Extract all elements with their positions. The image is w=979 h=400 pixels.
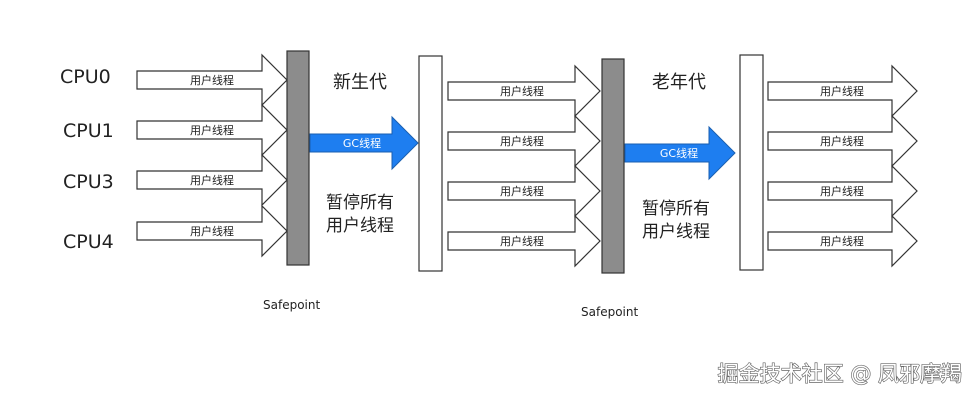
watermark: 掘金技术社区 @ 凤邪摩羯 [718, 362, 962, 386]
thread-arrow: 用户线程 [447, 214, 601, 268]
pause-label-2-line2: 用户线程 [642, 222, 710, 242]
cpu-label-0: CPU0 [60, 66, 111, 88]
safepoint-bar-1 [286, 50, 310, 266]
thread-arrow-label: 用户线程 [190, 224, 234, 238]
safepoint-label-2: Safepoint [581, 305, 638, 319]
cpu-label-2: CPU3 [63, 171, 114, 193]
old-generation-label: 老年代 [652, 72, 706, 93]
thread-arrow: 用户线程 [136, 53, 288, 107]
thread-arrow: 用户线程 [767, 114, 918, 168]
thread-arrow-label: 用户线程 [190, 73, 234, 87]
gc-arrow-2: GC线程 [624, 125, 736, 181]
pause-label-1-line1: 暂停所有 [326, 193, 394, 213]
gc-arrow-label: GC线程 [343, 136, 381, 150]
thread-arrow-group-3: 用户线程 用户线程 用户线程 用户线程 [767, 64, 918, 268]
thread-arrow: 用户线程 [767, 64, 918, 118]
thread-resume-box-1 [418, 55, 443, 272]
pause-label-2-line1: 暂停所有 [642, 199, 710, 219]
thread-arrow: 用户线程 [136, 204, 288, 258]
thread-arrow-label: 用户线程 [820, 234, 864, 248]
cpu-label-3: CPU4 [63, 231, 114, 253]
safepoint-bar-2 [601, 58, 625, 274]
thread-arrow-label: 用户线程 [820, 84, 864, 98]
thread-arrow: 用户线程 [447, 64, 601, 118]
thread-arrow: 用户线程 [767, 214, 918, 268]
thread-arrow-group-1: 用户线程 用户线程 用户线程 用户线程 [136, 53, 288, 258]
thread-arrow-label: 用户线程 [500, 184, 544, 198]
thread-arrow-label: 用户线程 [500, 234, 544, 248]
thread-arrow-group-2: 用户线程 用户线程 用户线程 用户线程 [447, 64, 601, 268]
thread-arrow-label: 用户线程 [500, 84, 544, 98]
cpu-label-1: CPU1 [63, 120, 114, 142]
thread-arrow-label: 用户线程 [190, 123, 234, 137]
gc-arrow-1: GC线程 [309, 115, 419, 171]
thread-arrow: 用户线程 [447, 164, 601, 218]
thread-arrow-label: 用户线程 [500, 134, 544, 148]
young-generation-label: 新生代 [333, 72, 387, 93]
thread-arrow: 用户线程 [447, 114, 601, 168]
thread-arrow: 用户线程 [136, 153, 288, 207]
thread-arrow: 用户线程 [767, 164, 918, 218]
safepoint-label-1: Safepoint [263, 298, 320, 312]
thread-arrow-label: 用户线程 [820, 184, 864, 198]
gc-arrow-label: GC线程 [660, 146, 698, 160]
thread-arrow: 用户线程 [136, 103, 288, 157]
thread-arrow-label: 用户线程 [190, 173, 234, 187]
thread-arrow-label: 用户线程 [820, 134, 864, 148]
pause-label-1-line2: 用户线程 [326, 216, 394, 236]
thread-resume-box-2 [739, 54, 764, 271]
